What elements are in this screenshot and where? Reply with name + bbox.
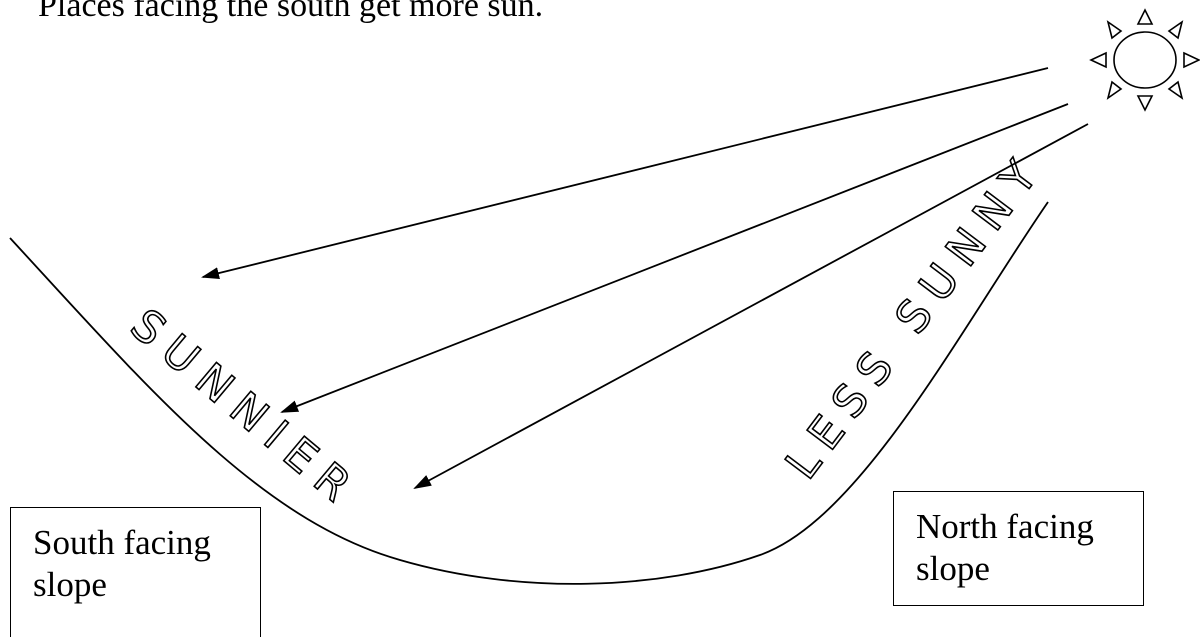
sun-icon xyxy=(1089,8,1200,112)
sun-ray-arrow-2 xyxy=(280,103,1069,413)
diagram-caption: Places facing the south get more sun. xyxy=(38,0,544,24)
north-box-line-1: North facing xyxy=(916,507,1094,546)
north-box-line-2: slope xyxy=(916,549,990,588)
sun-ray-arrow-3 xyxy=(413,123,1089,489)
south-facing-slope-box: South facing slope xyxy=(10,507,261,637)
sun-ray-arrow-1 xyxy=(201,67,1049,279)
north-facing-slope-box: North facing slope xyxy=(893,491,1144,606)
south-box-line-1: South facing xyxy=(33,523,211,562)
less-sunny-label: LESS SUNNY xyxy=(776,142,1054,488)
slope-diagram: SUNNIER LESS SUNNY xyxy=(9,8,1200,585)
sunnier-label: SUNNIER xyxy=(121,299,369,519)
south-box-line-2: slope xyxy=(33,565,107,604)
valley-curve xyxy=(9,201,1049,585)
